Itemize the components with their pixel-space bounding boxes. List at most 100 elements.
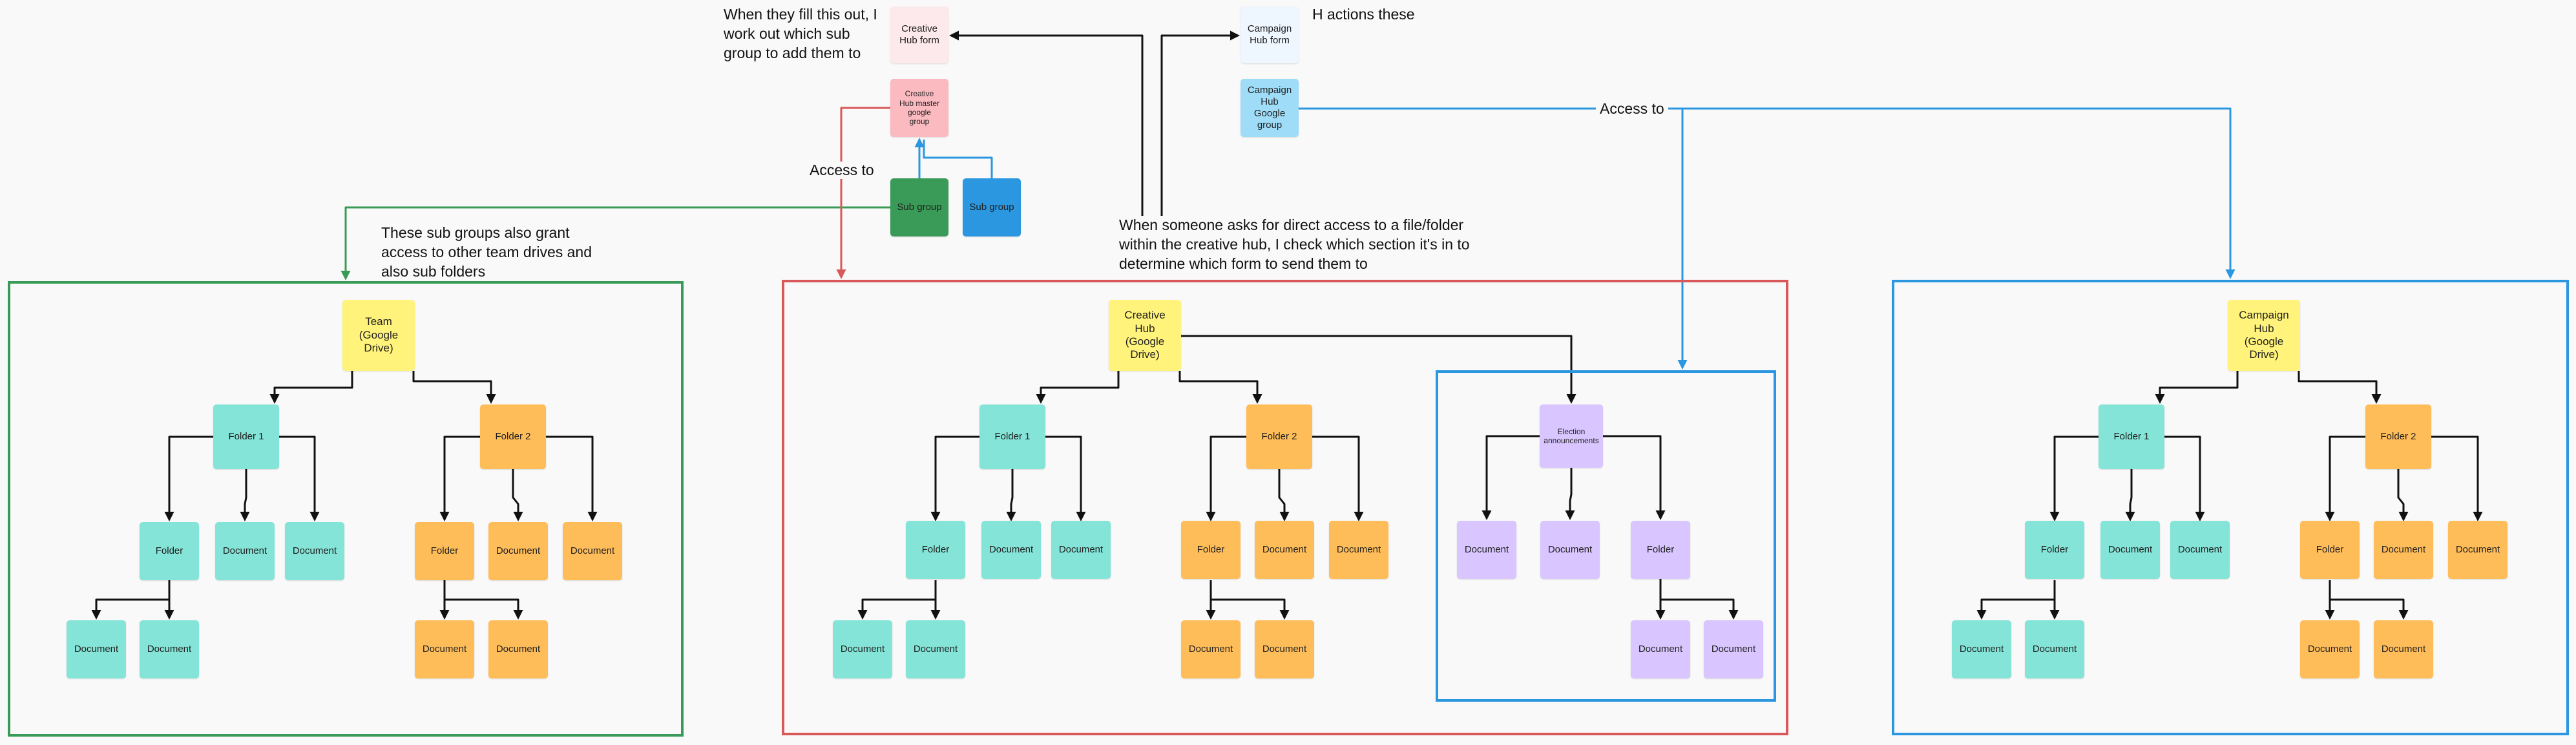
team-drive-root-note: Team (Google Drive) [342, 300, 415, 371]
creative-hub-root-note: Creative Hub (Google Drive) [1109, 300, 1181, 371]
creative-f2-doc2-connector [1312, 435, 1364, 521]
creative-f2-doc1-connector [1278, 469, 1290, 521]
master-access-creative-connector [836, 107, 890, 279]
creative-f2-folder-connector [1206, 435, 1246, 521]
campaign-f1-sub-doc2-note: Document [2025, 620, 2084, 678]
creative-root-folder1-connector [1036, 371, 1120, 404]
campaign-hub-group-note: Campaign Hub Google group [1241, 79, 1299, 137]
campaign-f2-folder-note: Folder [2300, 521, 2360, 579]
creative-root-election-connector [1181, 335, 1576, 404]
team-f1-sub-doc1-connector [91, 580, 171, 620]
team-f2-sub-doc1-note: Document [415, 620, 474, 678]
campaign-f2-doc1-connector [2397, 469, 2409, 521]
team-f1-sub-doc1-note: Document [67, 620, 126, 678]
creative-f2-sub-doc1-note: Document [1181, 620, 1241, 678]
campaign-root-folder2-connector [2298, 371, 2382, 404]
election-announcements-note: Election announcements [1540, 404, 1603, 468]
campaign-f1-doc1-connector [2125, 469, 2135, 521]
subgroup-access-team-connector [340, 206, 890, 280]
election-folder-connector [1603, 435, 1666, 520]
campaign-f2-sub-doc2-connector [2329, 580, 2409, 620]
team-f2-folder-connector [439, 435, 480, 521]
access-to-label-red: Access to [806, 162, 878, 179]
campaign-folder2-note: Folder 2 [2365, 404, 2431, 469]
team-f2-doc2-connector [546, 435, 598, 521]
team-root-folder1-connector [269, 371, 353, 404]
team-f2-doc1-note: Document [488, 522, 548, 580]
creative-f1-folder-note: Folder [906, 521, 965, 579]
campaign-f2-folder-connector [2325, 435, 2365, 521]
campaign-hub-frame [1892, 280, 2569, 735]
election-doc2-connector [1565, 468, 1575, 520]
campaign-hub-form-note: Campaign Hub form [1241, 6, 1299, 63]
sub-group-green-note: Sub group [890, 178, 948, 236]
team-f1-doc1-connector [240, 469, 250, 521]
creative-hub-form-note: Creative Hub form [890, 6, 948, 63]
team-f1-doc2-note: Document [285, 522, 344, 580]
team-f1-folder-connector [164, 435, 213, 521]
creative-f2-doc1-note: Document [1255, 521, 1314, 579]
creative-folder2-note: Folder 2 [1246, 404, 1312, 469]
campaign-f1-folder-connector [2049, 435, 2099, 521]
h-actions-annotation: H actions these [1312, 6, 1415, 23]
creative-f2-doc2-note: Document [1329, 521, 1388, 579]
creative-f1-doc1-note: Document [981, 521, 1041, 579]
campaign-f2-sub-doc1-note: Document [2300, 620, 2360, 678]
creative-f2-sub-doc2-note: Document [1255, 620, 1314, 678]
election-sub-doc1-note: Document [1631, 620, 1690, 678]
creative-f2-sub-doc2-connector [1209, 580, 1290, 620]
campaign-f1-doc2-connector [2164, 435, 2205, 521]
direct-access-annotation: When someone asks for direct access to a… [1119, 216, 1470, 272]
election-sub-doc2-note: Document [1704, 620, 1763, 678]
team-folder2-note: Folder 2 [480, 404, 546, 469]
creative-f1-folder-connector [930, 435, 979, 521]
creative-hub-master-group-note: Creative Hub master google group [890, 79, 948, 137]
creative-folder1-note: Folder 1 [979, 404, 1045, 469]
direct-access-to-campaign-form-connector [1160, 30, 1240, 216]
creative-f1-doc1-connector [1006, 469, 1016, 521]
team-root-folder2-connector [412, 371, 496, 404]
sub-group-blue-note: Sub group [963, 178, 1021, 236]
team-drive-frame [8, 281, 684, 737]
direct-access-to-creative-form-connector [949, 30, 1144, 216]
campaign-f1-doc2-note: Document [2170, 521, 2230, 579]
blue-subgroup-to-master-connector [923, 140, 993, 178]
campaign-folder1-note: Folder 1 [2099, 404, 2164, 469]
election-doc1-connector [1482, 435, 1540, 520]
team-f2-sub-doc2-connector [443, 580, 523, 620]
election-frame [1436, 370, 1776, 702]
team-f2-doc2-note: Document [563, 522, 622, 580]
fill-form-annotation: When they fill this out, I work out whic… [724, 6, 877, 61]
campaign-f1-sub-doc1-note: Document [1952, 620, 2011, 678]
team-f1-doc2-connector [279, 435, 320, 521]
creative-f1-doc2-note: Document [1051, 521, 1111, 579]
election-doc1-note: Document [1457, 521, 1516, 579]
campaign-f2-sub-doc2-note: Document [2374, 620, 2433, 678]
sub-groups-annotation: These sub groups also grant access to ot… [381, 224, 592, 280]
campaign-f2-doc1-note: Document [2374, 521, 2433, 579]
creative-f1-sub-doc1-connector [857, 580, 937, 620]
campaign-f2-doc2-connector [2431, 435, 2483, 521]
team-f1-folder-note: Folder [140, 522, 199, 580]
election-sub-doc2-connector [1659, 579, 1739, 620]
campaign-f1-sub-doc1-connector [1976, 580, 2056, 620]
team-f2-sub-doc2-note: Document [488, 620, 548, 678]
campaign-f2-doc2-note: Document [2448, 521, 2508, 579]
team-f2-folder-note: Folder [415, 522, 474, 580]
election-folder-note: Folder [1631, 521, 1690, 579]
creative-f1-sub-doc2-note: Document [906, 620, 965, 678]
campaign-hub-root-note: Campaign Hub (Google Drive) [2228, 300, 2300, 371]
election-doc2-note: Document [1540, 521, 1600, 579]
campaign-f1-doc1-note: Document [2100, 521, 2160, 579]
campaign-root-folder1-connector [2155, 371, 2239, 404]
team-folder1-note: Folder 1 [213, 404, 279, 469]
team-f1-sub-doc2-note: Document [140, 620, 199, 678]
campaign-f1-folder-note: Folder [2025, 521, 2084, 579]
team-f2-doc1-connector [512, 469, 523, 521]
creative-f2-folder-note: Folder [1181, 521, 1241, 579]
creative-f1-doc2-connector [1045, 435, 1086, 521]
creative-hub-frame [782, 280, 1788, 735]
creative-f1-sub-doc1-note: Document [833, 620, 892, 678]
access-to-label-blue: Access to [1596, 100, 1668, 118]
